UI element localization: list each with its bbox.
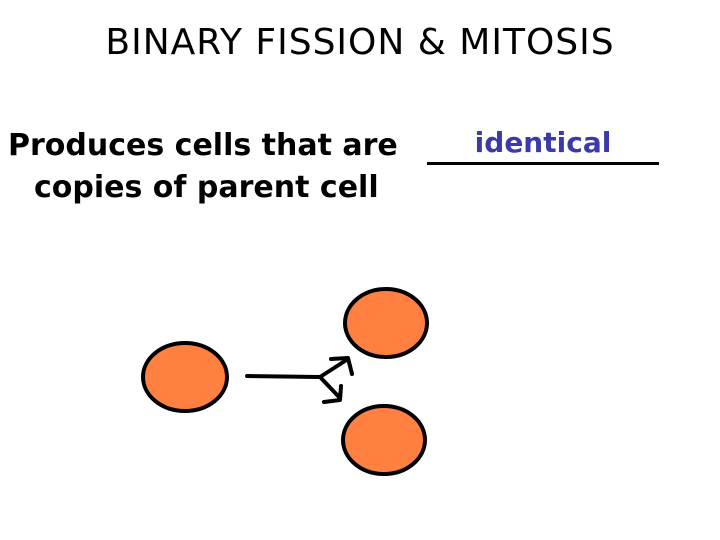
answer-text: identical (474, 126, 612, 159)
slide-title: BINARY FISSION & MITOSIS (105, 22, 615, 63)
answer-blank: identical (427, 126, 659, 165)
sentence-line-2: copies of parent cell (34, 170, 379, 205)
parent-cell (141, 341, 229, 413)
sentence-line-1: Produces cells that are (8, 128, 398, 163)
daughter-cell-top (343, 287, 429, 359)
daughter-cell-bottom (341, 404, 427, 476)
split-arrow-icon (245, 356, 354, 404)
